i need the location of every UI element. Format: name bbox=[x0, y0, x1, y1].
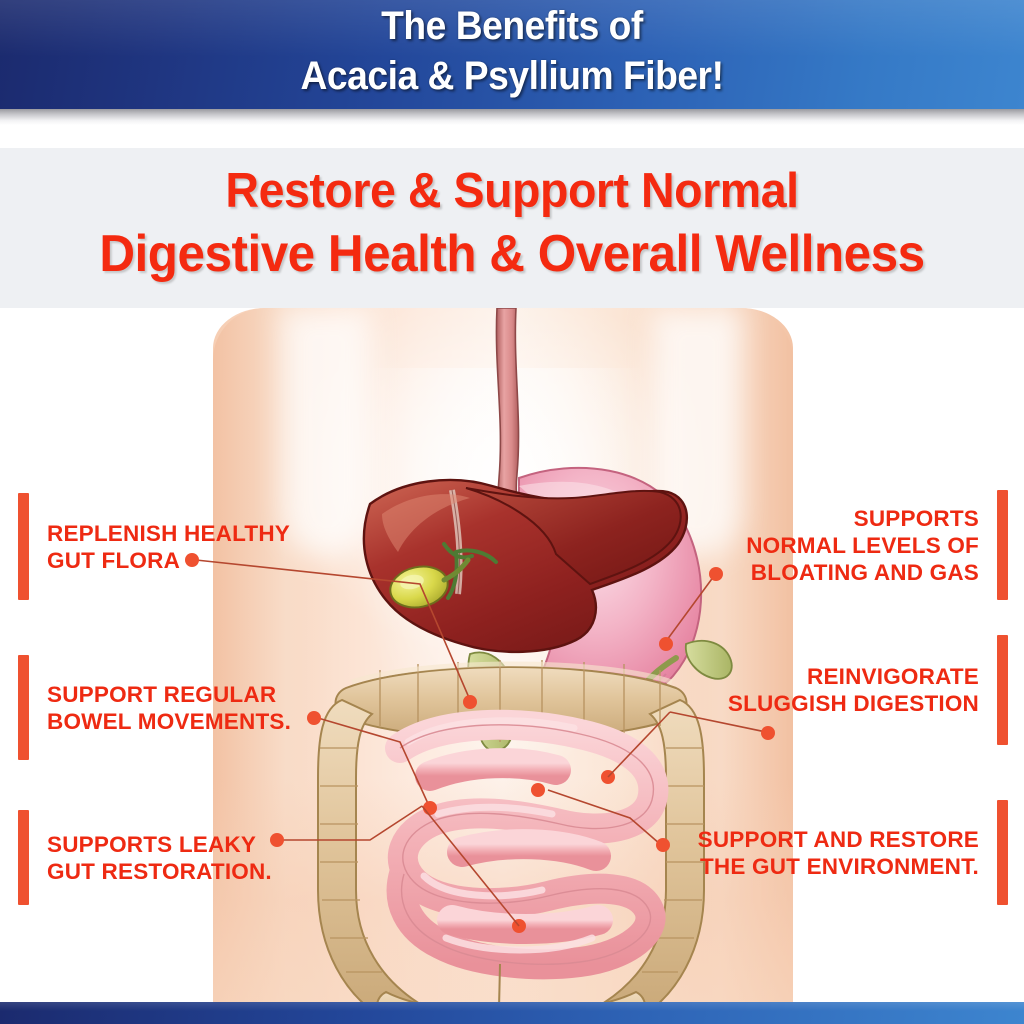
accent-bar bbox=[18, 810, 29, 905]
callout-text: SUPPORTS NORMAL LEVELS OF BLOATING AND G… bbox=[746, 505, 979, 586]
callout-line: REINVIGORATE bbox=[807, 664, 979, 689]
accent-bar bbox=[18, 655, 29, 760]
header-banner: The Benefits of Acacia & Psyllium Fiber! bbox=[0, 0, 1024, 109]
callout-line: BOWEL MOVEMENTS. bbox=[47, 708, 292, 734]
footer-sheen bbox=[0, 1002, 1024, 1011]
callout-replenish-gut-flora[interactable]: REPLENISH HEALTHY GUT FLORA bbox=[18, 493, 290, 600]
callout-line: BLOATING AND GAS bbox=[750, 559, 979, 585]
callout-line: SLUGGISH DIGESTION bbox=[727, 691, 979, 716]
accent-bar bbox=[997, 490, 1008, 600]
callout-text: REPLENISH HEALTHY GUT FLORA bbox=[47, 520, 290, 574]
callout-line: GUT RESTORATION. bbox=[47, 858, 272, 884]
callout-line: GUT FLORA bbox=[47, 547, 181, 573]
header-title-line1: The Benefits of bbox=[381, 4, 643, 48]
callout-support-restore-gut-environment[interactable]: SUPPORT AND RESTORE THE GUT ENVIRONMENT. bbox=[698, 800, 1008, 905]
subtitle-line1: Restore & Support Normal bbox=[225, 164, 799, 218]
accent-bar bbox=[997, 635, 1008, 745]
callout-line: SUPPORT REGULAR bbox=[47, 681, 277, 707]
callout-supports-leaky-gut-restoration[interactable]: SUPPORTS LEAKY GUT RESTORATION. bbox=[18, 810, 272, 905]
header-title-line2: Acacia & Psyllium Fiber! bbox=[300, 54, 724, 98]
accent-bar bbox=[18, 493, 29, 600]
callout-line: REPLENISH HEALTHY bbox=[47, 520, 291, 546]
accent-bar bbox=[997, 800, 1008, 905]
header-title: The Benefits of Acacia & Psyllium Fiber! bbox=[36, 1, 988, 101]
callout-reinvigorate-sluggish-digestion[interactable]: REINVIGORATE SLUGGISH DIGESTION bbox=[728, 635, 1008, 745]
subtitle-band: Restore & Support Normal Digestive Healt… bbox=[0, 148, 1024, 308]
footer-bar bbox=[0, 1002, 1024, 1024]
callout-supports-normal-levels-bloating-gas[interactable]: SUPPORTS NORMAL LEVELS OF BLOATING AND G… bbox=[746, 490, 1008, 600]
callout-line: THE GUT ENVIRONMENT. bbox=[699, 853, 979, 879]
callout-support-regular-bowel-movements[interactable]: SUPPORT REGULAR BOWEL MOVEMENTS. bbox=[18, 655, 291, 760]
subtitle-line2: Digestive Health & Overall Wellness bbox=[99, 225, 925, 283]
callout-text: REINVIGORATE SLUGGISH DIGESTION bbox=[728, 663, 979, 717]
silver-divider bbox=[0, 109, 1024, 125]
callout-text: SUPPORT AND RESTORE THE GUT ENVIRONMENT. bbox=[698, 826, 979, 880]
white-gap bbox=[0, 125, 1024, 148]
callout-text: SUPPORT REGULAR BOWEL MOVEMENTS. bbox=[47, 681, 291, 735]
callout-line: SUPPORTS LEAKY bbox=[47, 831, 257, 857]
rectum-shape bbox=[497, 963, 501, 1002]
small-intestine-shape bbox=[385, 709, 669, 980]
callout-line: SUPPORTS bbox=[853, 505, 979, 531]
callout-line: NORMAL LEVELS OF bbox=[746, 532, 979, 558]
callout-text: SUPPORTS LEAKY GUT RESTORATION. bbox=[47, 831, 272, 885]
callout-line: SUPPORT AND RESTORE bbox=[697, 826, 979, 852]
subtitle: Restore & Support Normal Digestive Healt… bbox=[26, 160, 999, 286]
